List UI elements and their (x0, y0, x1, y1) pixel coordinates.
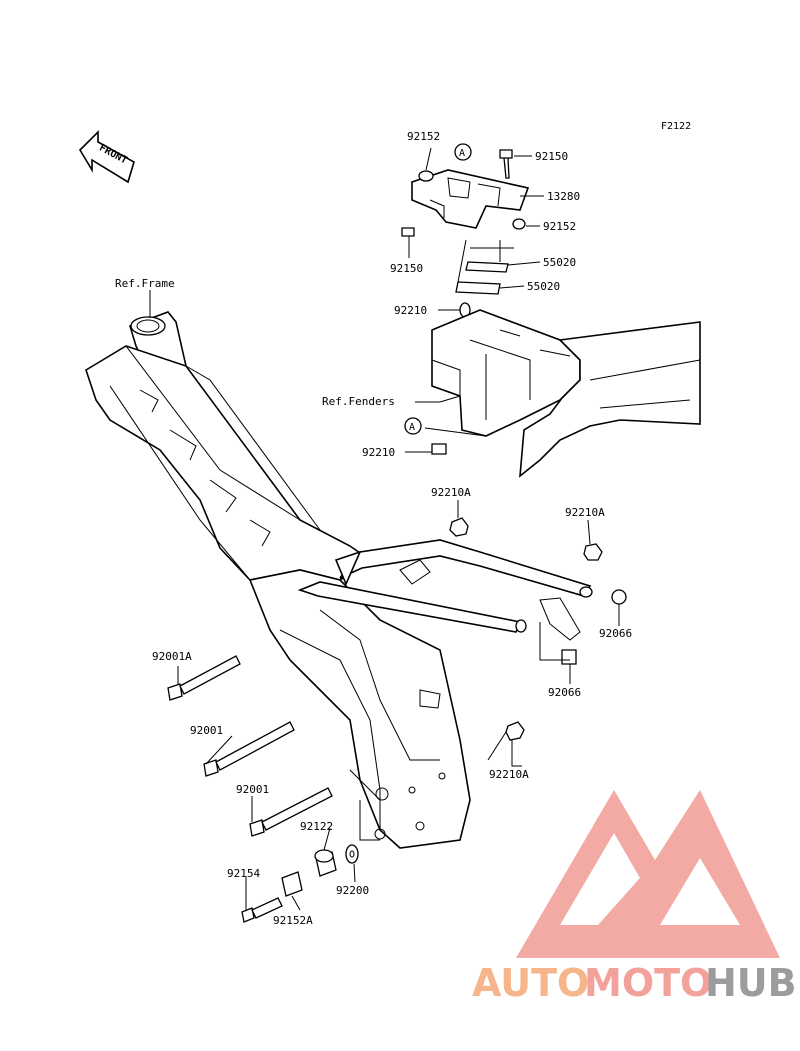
watermark-auto: AUTO (472, 961, 589, 1005)
figure-code: F2122 (661, 121, 691, 132)
label-92200: 92200 (336, 884, 369, 897)
label-92152A: 92152A (273, 914, 313, 927)
callout-a-bottom: A (409, 422, 415, 433)
frame-group (85, 290, 593, 849)
watermark-moto: MOTO (584, 961, 712, 1005)
watermark-hub: HUB (705, 961, 797, 1005)
label-13280: 13280 (547, 190, 580, 203)
front-arrow: FRONT (78, 130, 135, 184)
callout-a-top: A (459, 148, 465, 159)
label-92210A-a: 92210A (431, 486, 471, 499)
label-ref-fenders: Ref.Fenders (322, 395, 395, 408)
label-92066-b: 92066 (548, 686, 581, 699)
label-92001-b: 92001 (236, 783, 269, 796)
label-92154: 92154 (227, 867, 260, 880)
labels: 92152 92150 13280 92152 92150 55020 5502… (115, 130, 632, 927)
watermark-logo (516, 790, 780, 958)
label-92152-top: 92152 (407, 130, 440, 143)
label-55020-b: 55020 (527, 280, 560, 293)
label-92122: 92122 (300, 820, 333, 833)
label-92150-left: 92150 (390, 262, 423, 275)
label-55020-a: 55020 (543, 256, 576, 269)
label-ref-frame: Ref.Frame (115, 277, 175, 290)
hardware-group (167, 500, 627, 923)
label-92001A: 92001A (152, 650, 192, 663)
label-92152-right: 92152 (543, 220, 576, 233)
watermark-text: AUTO MOTO HUB (472, 961, 797, 1005)
label-92210-b: 92210 (362, 446, 395, 459)
label-92210-a: 92210 (394, 304, 427, 317)
label-92001-a: 92001 (190, 724, 223, 737)
label-92210A-b: 92210A (565, 506, 605, 519)
label-92210A-c: 92210A (489, 768, 529, 781)
label-92150-top: 92150 (535, 150, 568, 163)
battery-case-group: A A (401, 143, 701, 478)
label-92066-a: 92066 (599, 627, 632, 640)
